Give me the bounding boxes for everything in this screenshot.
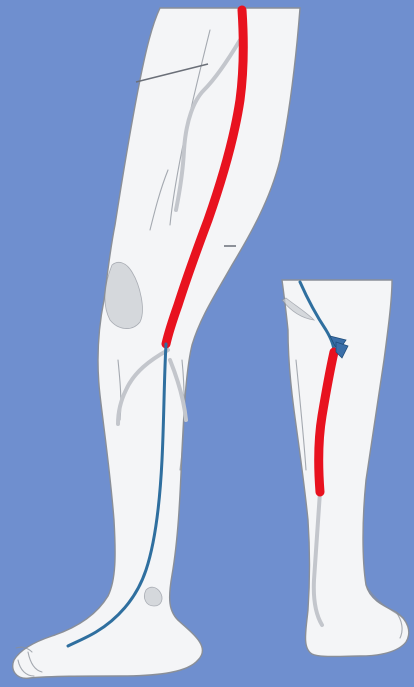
vein-diagram xyxy=(0,0,414,687)
diagram-canvas xyxy=(0,0,414,687)
